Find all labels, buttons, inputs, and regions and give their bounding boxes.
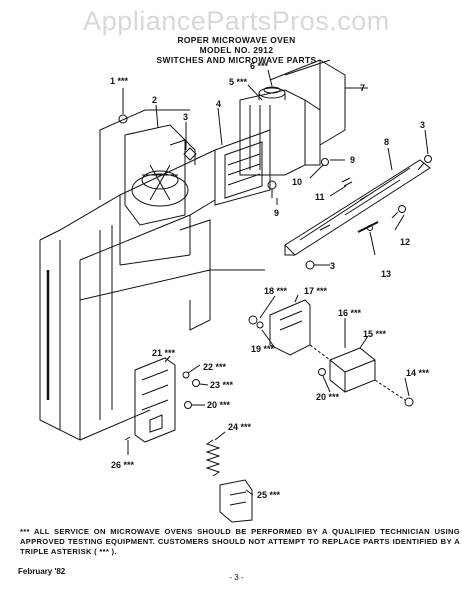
callout-3a: 3 xyxy=(183,112,188,122)
callout-3b: 3 xyxy=(420,120,425,130)
callout-20b: 20 *** xyxy=(207,400,231,410)
callout-15: 15 *** xyxy=(363,329,387,339)
callout-3c: 3 xyxy=(330,261,335,271)
screws xyxy=(118,114,432,270)
magnetron xyxy=(214,89,321,206)
callout-16: 16 *** xyxy=(338,308,362,318)
blower-assembly xyxy=(124,124,196,226)
callout-26: 26 *** xyxy=(111,460,135,470)
diagram-subtitle: SWITCHES AND MICROWAVE PARTS xyxy=(156,55,317,65)
antenna-gasket xyxy=(258,86,286,100)
leader-lines xyxy=(122,69,429,496)
callout-18: 18 *** xyxy=(264,286,288,296)
callout-24: 24 *** xyxy=(228,422,252,432)
callout-9a: 9 xyxy=(350,155,355,165)
chassis-frame xyxy=(39,109,265,441)
callout-6: 6 *** xyxy=(250,61,269,71)
door-sensing-bracket xyxy=(284,159,431,256)
service-warning-note: *** ALL SERVICE ON MICROWAVE OVENS SHOUL… xyxy=(20,527,460,556)
callout-13: 13 xyxy=(381,269,391,279)
spring xyxy=(205,439,221,477)
publication-date: February '82 xyxy=(18,567,66,576)
callout-19: 19 *** xyxy=(251,344,275,354)
latch-lever xyxy=(219,479,253,523)
watermark: AppliancePartsPros.com xyxy=(83,6,390,36)
diagram-title: ROPER MICROWAVE OVEN xyxy=(177,35,296,45)
callout-4: 4 xyxy=(216,99,221,109)
callout-25: 25 *** xyxy=(257,490,281,500)
page-number: - 3 - xyxy=(229,573,244,582)
callout-11: 11 xyxy=(315,192,325,202)
callout-7: 7 xyxy=(360,83,365,93)
callout-20a: 20 *** xyxy=(316,392,340,402)
latch-switch-assembly xyxy=(124,357,200,443)
callout-2: 2 xyxy=(152,95,157,105)
model-number: MODEL NO. 2912 xyxy=(199,45,274,55)
callout-12: 12 xyxy=(400,237,410,247)
callout-23: 23 *** xyxy=(210,380,234,390)
callout-10: 10 xyxy=(292,177,302,187)
callout-5: 5 *** xyxy=(229,77,248,87)
callout-17: 17 *** xyxy=(304,286,328,296)
callout-22: 22 *** xyxy=(203,362,227,372)
callout-21: 21 *** xyxy=(152,348,176,358)
callout-1: 1 *** xyxy=(110,76,129,86)
callout-labels: 1 *** 2 3 4 5 *** 6 *** 7 8 3 9 10 11 9 … xyxy=(110,61,430,500)
callout-9b: 9 xyxy=(274,208,279,218)
waveguide-cover xyxy=(269,59,346,146)
callout-14: 14 *** xyxy=(406,368,430,378)
callout-8: 8 xyxy=(384,137,389,147)
